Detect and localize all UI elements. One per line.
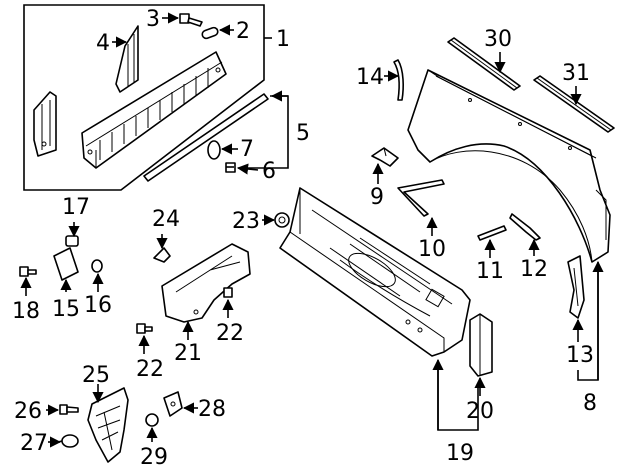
part-plug-29 [145, 413, 159, 427]
part-link-12 [509, 213, 541, 241]
part-bracket-9 [371, 147, 399, 167]
callout-11: 11 [476, 259, 504, 284]
part-bolt-18 [19, 266, 37, 277]
callout-5: 5 [296, 121, 310, 146]
part-trim-14 [393, 59, 404, 101]
callout-12: 12 [520, 257, 548, 282]
part-bracket-20 [469, 313, 493, 377]
part-bed-side-panel [407, 69, 611, 263]
callout-30: 30 [484, 27, 512, 52]
callout-17: 17 [62, 195, 90, 220]
callout-24: 24 [152, 207, 180, 232]
part-seal-strip [143, 93, 269, 182]
part-bolt-6 [225, 162, 236, 173]
part-clip-2 [201, 26, 219, 40]
part-clip-28 [163, 391, 183, 417]
callout-26: 26 [14, 399, 42, 424]
callout-18: 18 [12, 299, 40, 324]
callout-14: 14 [356, 65, 384, 90]
part-plug-16 [91, 259, 103, 273]
part-bolt-22a [223, 287, 233, 298]
part-stake-pocket-4 [115, 25, 139, 93]
callout-6: 6 [262, 159, 276, 184]
callout-15: 15 [52, 297, 80, 322]
group-box-1 [23, 4, 265, 191]
callout-7: 7 [240, 137, 254, 162]
part-rail-30 [447, 37, 521, 91]
part-bolt-22b [136, 323, 153, 334]
part-left-bracket [33, 91, 57, 157]
callout-8: 8 [583, 391, 597, 416]
part-front-panel [81, 51, 227, 169]
part-clip-24 [153, 247, 171, 263]
callout-20: 20 [466, 399, 494, 424]
callout-2: 2 [236, 19, 250, 44]
part-bracket-25 [87, 387, 129, 463]
callout-10: 10 [418, 237, 446, 262]
callout-25: 25 [82, 363, 110, 388]
callout-13: 13 [566, 343, 594, 368]
part-link-10 [397, 179, 445, 217]
part-bed-floor [279, 187, 471, 357]
part-bracket-13 [567, 255, 585, 319]
leader-6 [236, 163, 259, 175]
callout-9: 9 [370, 185, 384, 210]
callout-4: 4 [96, 31, 110, 56]
part-splash-shield [161, 243, 251, 323]
part-bolt-26 [59, 404, 79, 415]
callout-22a: 22 [216, 321, 244, 346]
callout-1: 1 [276, 27, 290, 52]
part-washer-7 [207, 140, 221, 160]
callout-22b: 22 [136, 357, 164, 382]
part-nut-23 [274, 212, 290, 228]
callout-3: 3 [146, 7, 160, 32]
callout-29: 29 [140, 445, 168, 470]
callout-23: 23 [232, 209, 260, 234]
callout-21: 21 [174, 341, 202, 366]
callout-16: 16 [84, 293, 112, 318]
callout-31: 31 [562, 61, 590, 86]
callout-27: 27 [20, 431, 48, 456]
part-bolt-3 [179, 13, 203, 27]
callout-19: 19 [446, 441, 474, 466]
part-link-11 [477, 225, 507, 241]
callout-28: 28 [198, 397, 226, 422]
part-pin-27 [53, 434, 79, 448]
part-block-17 [65, 235, 79, 247]
part-plate-15 [53, 247, 79, 281]
